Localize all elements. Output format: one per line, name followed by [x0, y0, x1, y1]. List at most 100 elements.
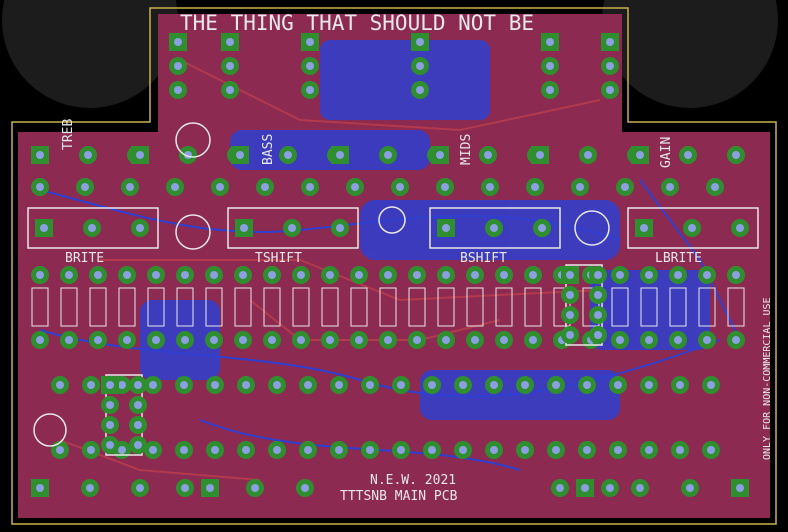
pad-drill — [711, 183, 719, 191]
pad-drill — [180, 446, 188, 454]
pad-drill — [326, 336, 334, 344]
pad-drill — [297, 271, 305, 279]
pad-drill — [396, 183, 404, 191]
pad-drill — [268, 271, 276, 279]
resistor-body — [350, 287, 368, 327]
resistor-body — [524, 287, 542, 327]
pad-drill — [645, 271, 653, 279]
pad-drill — [521, 381, 529, 389]
pad-drill — [242, 381, 250, 389]
pad-drill — [240, 224, 248, 232]
pad-drill — [546, 38, 554, 46]
pad-drill — [556, 484, 564, 492]
pad-drill — [81, 183, 89, 191]
pad-drill — [226, 62, 234, 70]
pad-drill — [684, 151, 692, 159]
pad-drill — [268, 336, 276, 344]
resistor-body — [89, 287, 107, 327]
pad-drill — [123, 271, 131, 279]
pad-drill — [676, 381, 684, 389]
subtitle-text: TTTSNB MAIN PCB — [340, 489, 458, 504]
pad-drill — [636, 151, 644, 159]
pot-row-top — [31, 146, 745, 196]
pad-drill — [459, 381, 467, 389]
pad-drill — [500, 336, 508, 344]
pad-drill — [181, 484, 189, 492]
pad-drill — [326, 271, 334, 279]
pad-drill — [428, 381, 436, 389]
pad-drill — [614, 381, 622, 389]
pad-drill — [210, 336, 218, 344]
pad-drill — [546, 62, 554, 70]
pad-drill — [355, 271, 363, 279]
bottom-connectors — [31, 479, 749, 497]
pad-drill — [239, 336, 247, 344]
resistor-body — [176, 287, 194, 327]
pad-drill — [304, 381, 312, 389]
pot-outline — [27, 207, 159, 249]
resistor-body — [495, 287, 513, 327]
pad-drill — [536, 151, 544, 159]
electrolytic-caps — [33, 122, 610, 447]
resistor-body — [698, 287, 716, 327]
cap-c3 — [378, 206, 406, 234]
pad-drill — [134, 421, 142, 429]
pad-drill — [251, 484, 259, 492]
pad-drill — [56, 381, 64, 389]
pad-drill — [36, 151, 44, 159]
pad-drill — [531, 183, 539, 191]
pad-drill — [471, 336, 479, 344]
pad-drill — [216, 183, 224, 191]
pad-drill — [732, 336, 740, 344]
pad-drill — [566, 271, 574, 279]
pad-drill — [707, 381, 715, 389]
pad-drill — [436, 151, 444, 159]
pad-drill — [123, 336, 131, 344]
pad-drill — [106, 421, 114, 429]
cap-c5 — [33, 413, 67, 447]
pad-drill — [306, 38, 314, 46]
pad-drill — [521, 446, 529, 454]
pad-drill — [397, 381, 405, 389]
pad-drill — [36, 183, 44, 191]
pad-drill — [416, 62, 424, 70]
pad-drill — [581, 484, 589, 492]
pad-drill — [594, 271, 602, 279]
pad-drill — [236, 151, 244, 159]
label-lbrite: LBRITE — [655, 251, 702, 266]
pad-drill — [40, 224, 48, 232]
pad-drill — [174, 38, 182, 46]
pad-drill — [118, 381, 126, 389]
pad-drill — [686, 484, 694, 492]
pad-drill — [136, 484, 144, 492]
pad-drill — [134, 401, 142, 409]
pot-outline — [429, 207, 561, 249]
resistor-body — [234, 287, 252, 327]
pad-drill — [538, 224, 546, 232]
pad-drill — [640, 224, 648, 232]
pad-drill — [149, 381, 157, 389]
pad-drill — [416, 86, 424, 94]
resistor-body — [611, 287, 629, 327]
pad-drill — [226, 86, 234, 94]
pad-drill — [397, 446, 405, 454]
pad-drill — [206, 484, 214, 492]
resistor-body — [437, 287, 455, 327]
cap-c2 — [175, 214, 211, 250]
pad-drill — [666, 183, 674, 191]
label-gain: GAIN — [659, 137, 674, 168]
pad-drill — [118, 446, 126, 454]
pad-drill — [88, 224, 96, 232]
pad-drill — [645, 446, 653, 454]
pad-drill — [152, 336, 160, 344]
pad-drill — [36, 271, 44, 279]
pad-drill — [703, 271, 711, 279]
mounting-hole-right — [602, 0, 778, 108]
pad-drill — [594, 291, 602, 299]
pad-drill — [384, 151, 392, 159]
pad-drill — [336, 224, 344, 232]
pad-drill — [552, 446, 560, 454]
pad-drill — [566, 291, 574, 299]
pad-drill — [211, 381, 219, 389]
